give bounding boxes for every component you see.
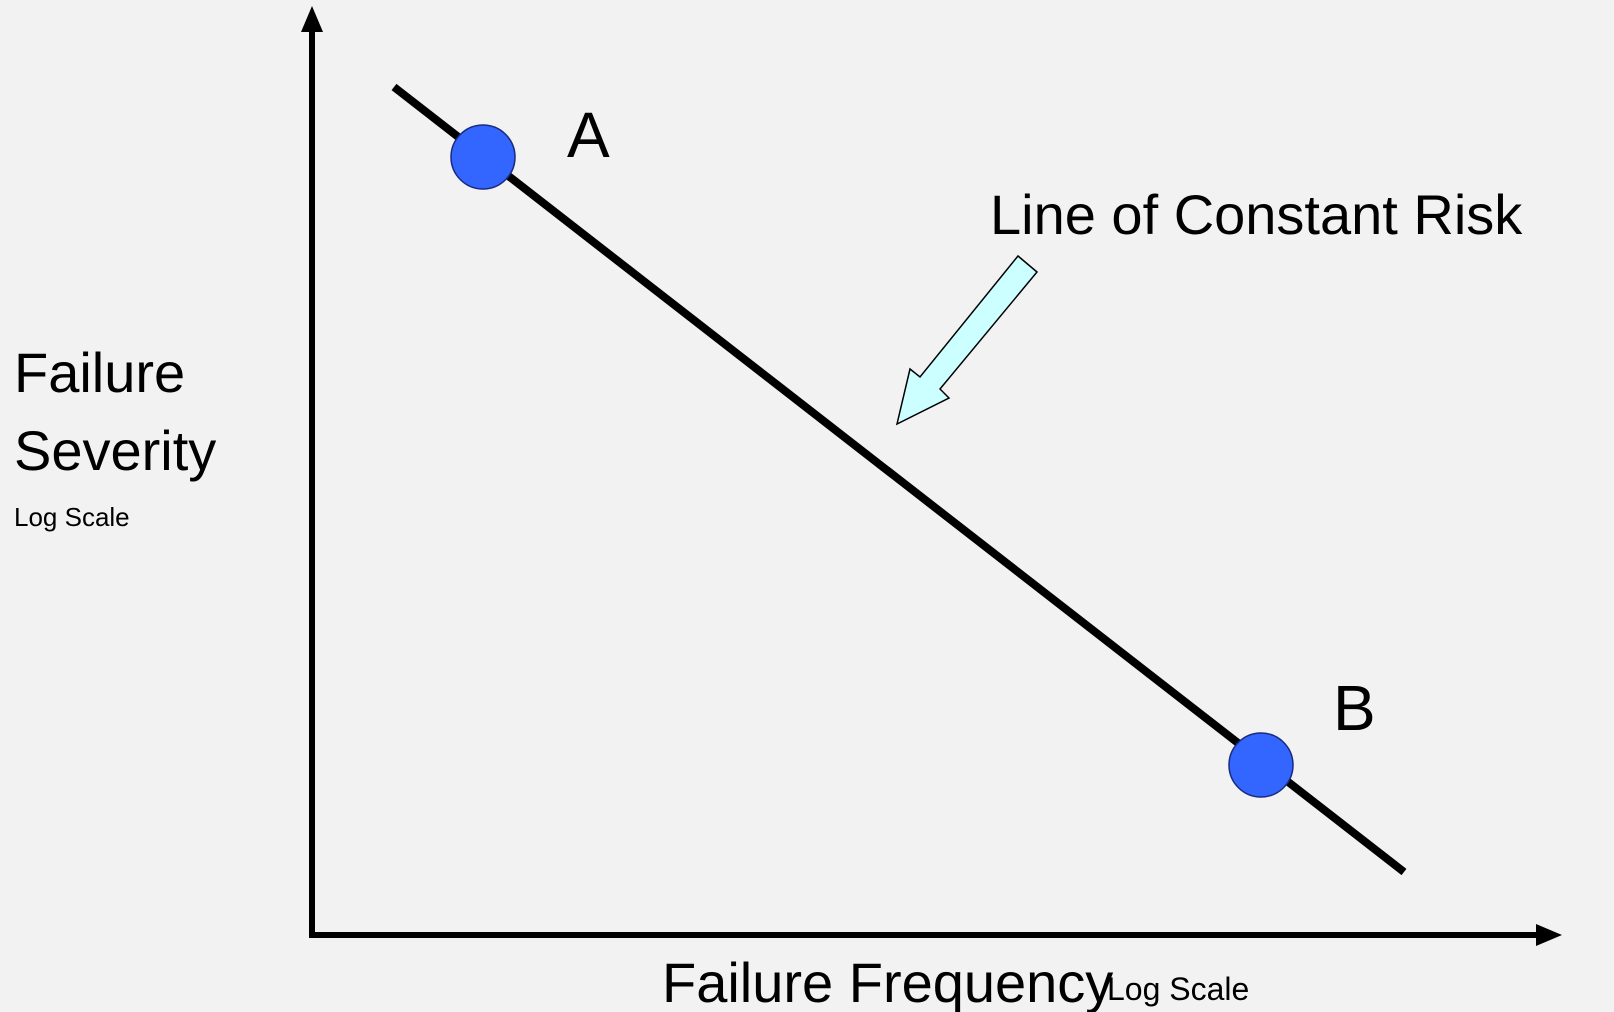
- point-a-label: A: [567, 99, 610, 171]
- x-axis-label: Failure Frequency: [662, 951, 1113, 1012]
- callout-arrow-icon: [895, 254, 1039, 426]
- point-b-marker: [1228, 732, 1294, 798]
- point-a-marker: [450, 124, 516, 190]
- constant-risk-label: Line of Constant Risk: [990, 183, 1523, 246]
- y-axis-scale-note: Log Scale: [14, 502, 130, 532]
- x-axis-arrowhead: [1536, 924, 1562, 946]
- constant-risk-line: [391, 83, 1407, 876]
- y-axis-label-line1: Failure: [14, 341, 185, 404]
- y-axis-arrowhead: [301, 6, 323, 32]
- y-axis-label-line2: Severity: [14, 419, 216, 482]
- x-axis-scale-note: Log Scale: [1107, 971, 1249, 1007]
- point-b-label: B: [1333, 672, 1376, 744]
